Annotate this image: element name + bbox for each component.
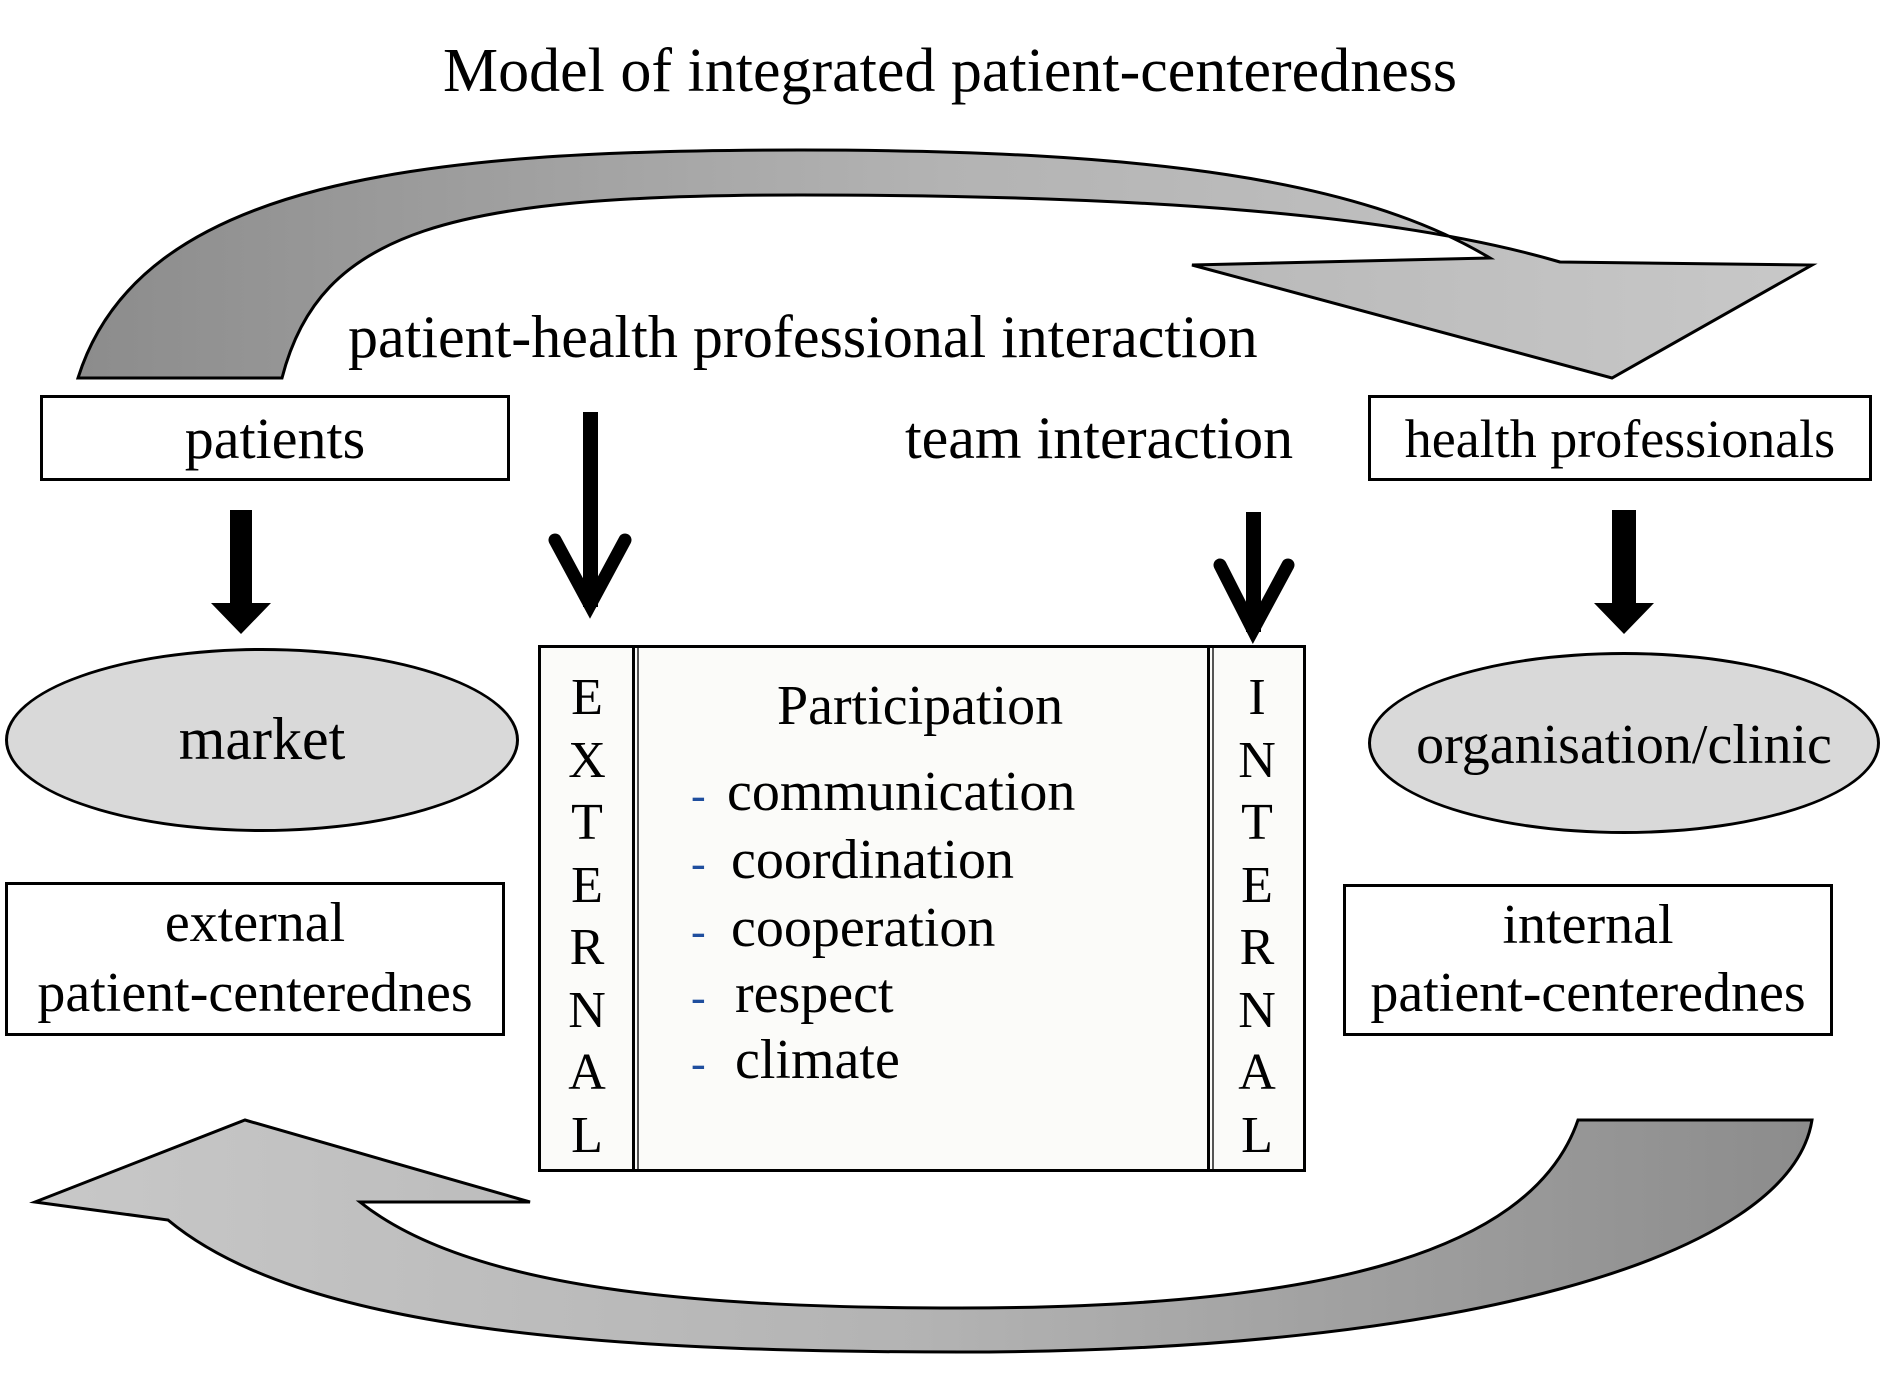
external-letter: E xyxy=(571,669,603,726)
list-item: - cooperation xyxy=(691,896,995,960)
right-divider xyxy=(1207,648,1210,1169)
left-divider xyxy=(632,648,635,1169)
list-item: - communication xyxy=(691,760,1075,824)
bullet-dash: - xyxy=(691,907,706,956)
bullet-dash: - xyxy=(691,771,706,820)
internal-pc-line2: patient-centerednes xyxy=(1370,962,1806,1024)
left-divider-shadow xyxy=(637,648,639,1169)
internal-vertical-label: I N T E R N A L xyxy=(1221,672,1293,1162)
internal-pc-line1: internal xyxy=(1502,894,1674,956)
bullet-dash: - xyxy=(691,973,706,1022)
participation-block: E X T E R N A L I N T E R N A L Particip… xyxy=(538,645,1306,1172)
diagram-title: Model of integrated patient-centeredness xyxy=(443,37,1457,105)
top-curved-arrow xyxy=(75,148,1818,380)
item-coordination: coordination xyxy=(731,829,1015,891)
organisation-label: organisation/clinic xyxy=(1416,714,1832,776)
external-letter: L xyxy=(571,1106,603,1164)
internal-letter: N xyxy=(1238,981,1276,1039)
organisation-ellipse: organisation/clinic xyxy=(1368,652,1880,834)
item-respect: respect xyxy=(735,963,894,1025)
list-item: - climate xyxy=(691,1028,900,1092)
external-pc-line2: patient-centerednes xyxy=(37,962,473,1024)
patients-box: patients xyxy=(40,395,510,481)
external-letter: T xyxy=(571,794,603,852)
list-item: - respect xyxy=(691,962,894,1026)
internal-letter: R xyxy=(1239,919,1275,977)
internal-letter: I xyxy=(1248,669,1266,726)
health-professionals-label: health professionals xyxy=(1404,409,1836,469)
internal-letter: T xyxy=(1241,794,1273,852)
internal-letter: A xyxy=(1238,1044,1276,1102)
item-climate: climate xyxy=(735,1029,900,1091)
external-patient-centeredness-box: external patient-centerednes xyxy=(5,882,505,1036)
internal-letter: L xyxy=(1241,1106,1273,1164)
health-professionals-box: health professionals xyxy=(1368,395,1872,481)
external-letter: E xyxy=(571,856,603,914)
patients-label: patients xyxy=(184,406,366,471)
bullet-dash: - xyxy=(691,1039,706,1088)
item-communication: communication xyxy=(727,761,1076,823)
external-pc-line1: external xyxy=(164,892,346,954)
list-item: - coordination xyxy=(691,828,1014,892)
external-letter: A xyxy=(568,1044,606,1102)
interaction-arrow-right xyxy=(1213,512,1295,645)
internal-letter: N xyxy=(1238,731,1276,789)
market-ellipse: market xyxy=(5,648,519,832)
participation-heading: Participation xyxy=(777,675,1064,737)
market-label: market xyxy=(178,706,346,772)
bullet-dash: - xyxy=(691,839,706,888)
professionals-to-organisation-arrow xyxy=(1594,510,1654,634)
internal-patient-centeredness-box: internal patient-centerednes xyxy=(1343,884,1833,1036)
external-letter: N xyxy=(568,981,606,1039)
bottom-curved-arrow xyxy=(29,1118,1814,1354)
external-vertical-label: E X T E R N A L xyxy=(551,672,623,1162)
patient-professional-interaction-label: patient-health professional interaction xyxy=(348,304,1258,370)
team-interaction-label: team interaction xyxy=(905,405,1294,471)
patients-to-market-arrow xyxy=(211,510,271,634)
external-letter: X xyxy=(568,731,606,789)
interaction-arrow-left xyxy=(548,412,632,619)
item-cooperation: cooperation xyxy=(731,897,996,959)
external-letter: R xyxy=(569,919,605,977)
internal-letter: E xyxy=(1241,856,1273,914)
right-divider-shadow xyxy=(1212,648,1214,1169)
